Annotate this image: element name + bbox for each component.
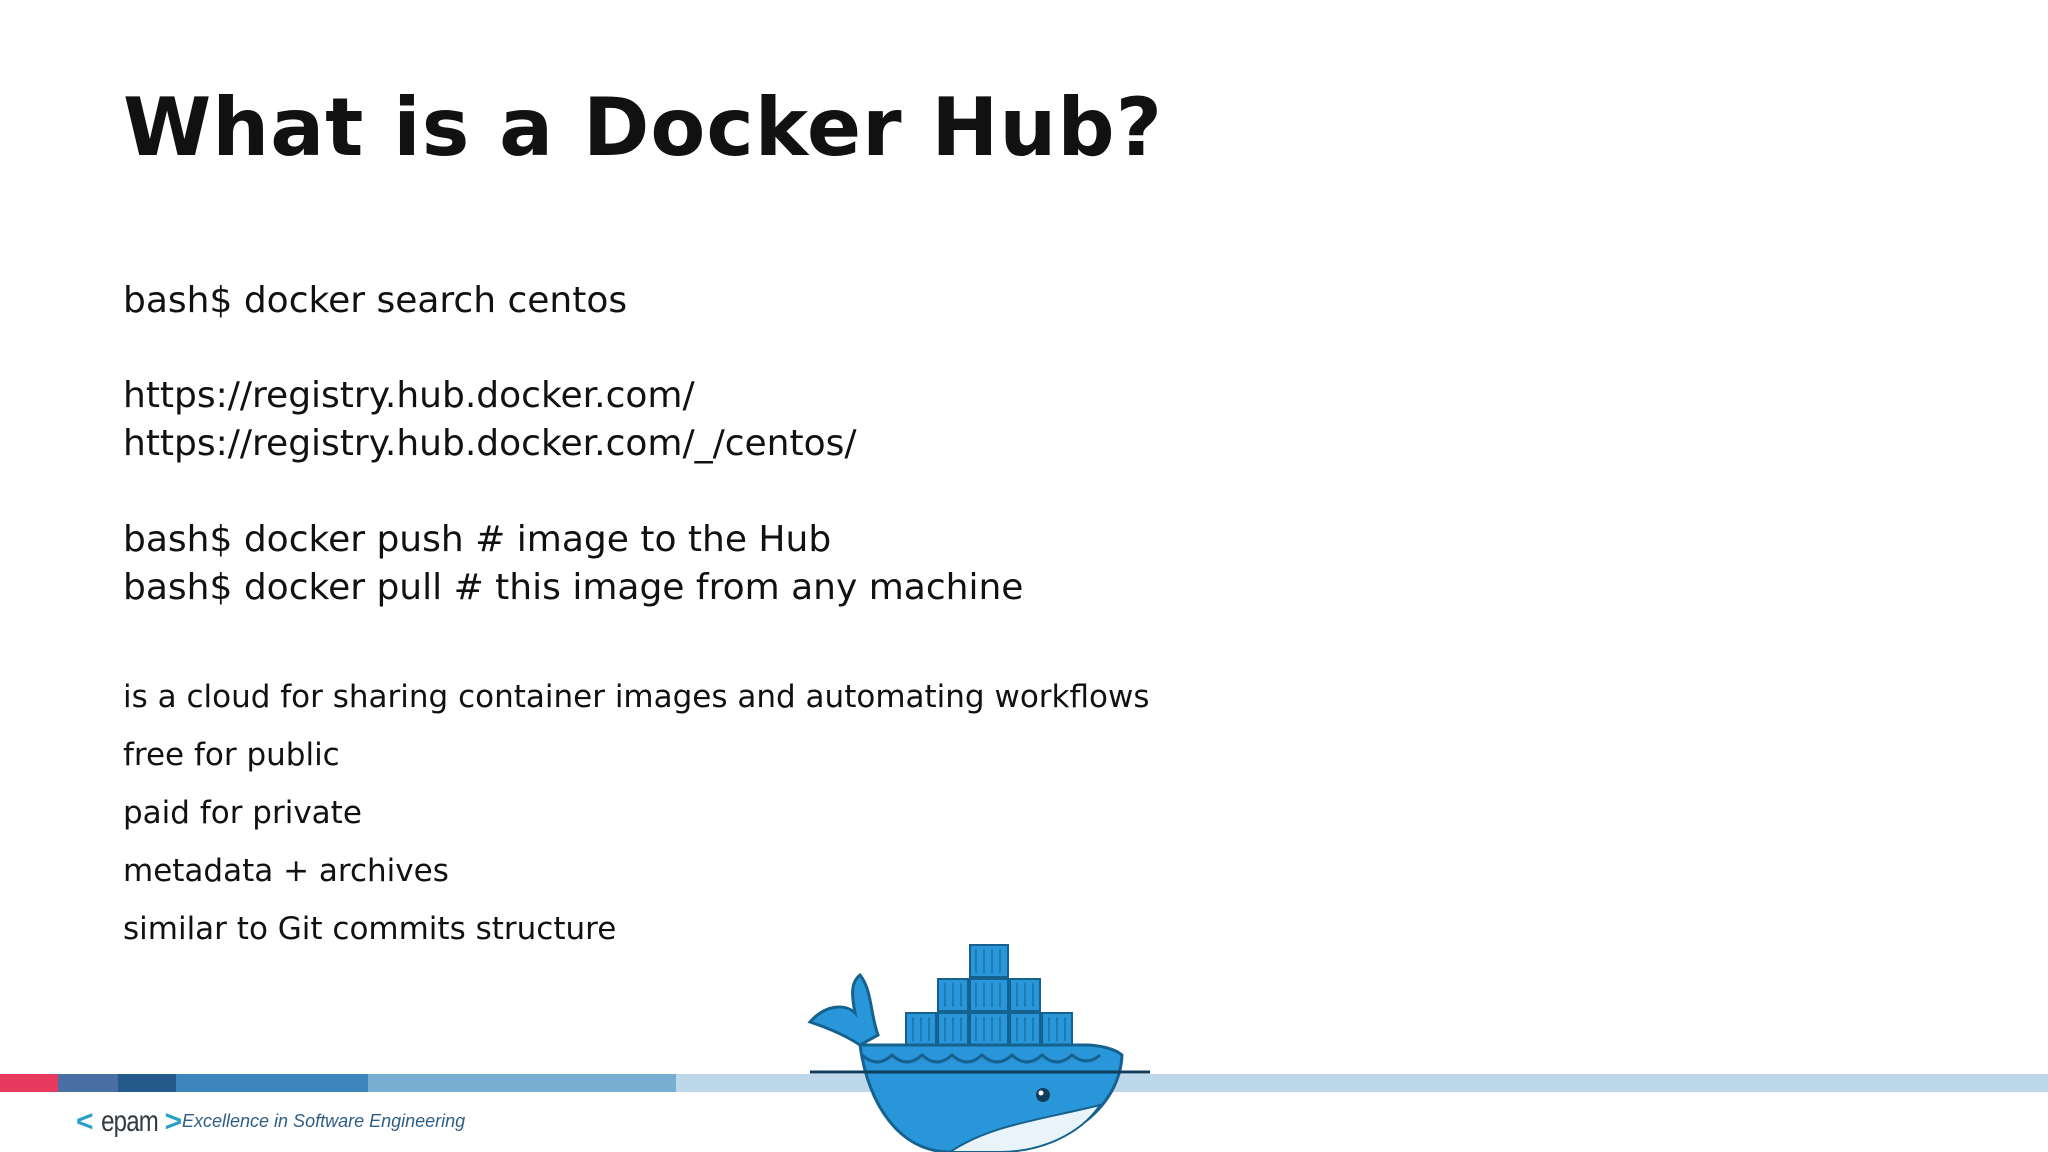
footer-tagline: Excellence in Software Engineering	[182, 1111, 466, 1131]
container-stack	[905, 944, 1073, 1046]
bullet-free-public: free for public	[123, 737, 340, 773]
epam-logo-right-bracket: >	[164, 1105, 183, 1138]
code-line-registry-url: https://registry.hub.docker.com/	[123, 375, 695, 416]
whale-waves	[860, 1052, 1102, 1064]
container-ribs	[912, 949, 1066, 1041]
footer-stripe-navy	[118, 1074, 176, 1092]
code-line-centos-url: https://registry.hub.docker.com/_/centos…	[123, 423, 857, 464]
epam-logo-left-bracket: <	[76, 1105, 94, 1138]
bullet-metadata: metadata + archives	[123, 853, 449, 889]
whale-tail	[807, 972, 880, 1047]
slide-title: What is a Docker Hub?	[123, 81, 1163, 174]
docker-whale-logo	[807, 944, 1150, 1152]
whale-eye	[1036, 1088, 1050, 1102]
footer-stripe-slate	[58, 1074, 118, 1092]
footer-stripe-blue	[176, 1074, 368, 1092]
bullet-paid-private: paid for private	[123, 795, 362, 831]
code-line-search: bash$ docker search centos	[123, 280, 628, 321]
code-line-pull: bash$ docker pull # this image from any …	[123, 567, 1024, 608]
footer-stripe-mid	[368, 1074, 676, 1092]
code-line-push: bash$ docker push # image to the Hub	[123, 519, 832, 560]
whale-belly	[948, 1103, 1103, 1152]
footer-stripe-pink	[0, 1074, 58, 1092]
bullet-git-structure: similar to Git commits structure	[123, 911, 617, 947]
bullet-cloud: is a cloud for sharing container images …	[123, 679, 1150, 715]
epam-logo: <epam>	[76, 1102, 182, 1142]
epam-logo-word: epam	[100, 1105, 159, 1138]
